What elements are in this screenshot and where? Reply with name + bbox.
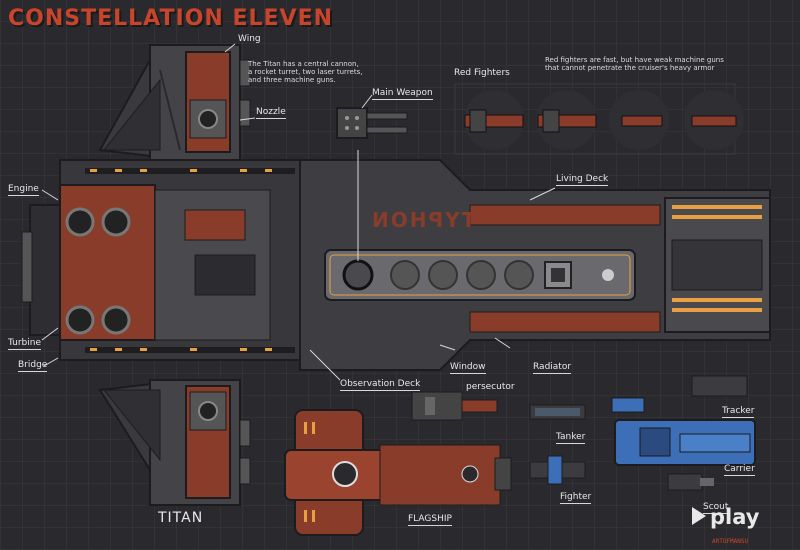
carrier-label: Carrier [724,464,755,476]
play-logo: play [692,505,759,529]
play-logo-text: play [710,505,760,529]
main-weapon [336,107,408,139]
main-hull [21,150,771,371]
callout-lines [41,43,556,381]
tracker-ship [611,375,748,413]
titan-note-line3: and three machine guns. [248,76,336,84]
bottom-wing [98,378,251,506]
engine-label: Engine [8,184,39,196]
radiator-label: Radiator [533,362,572,374]
scout-label: Scout [703,502,729,514]
red-fighters-note: Red fighters are fast, but have weak mac… [545,56,724,72]
flagship [284,409,512,536]
red-note-line2: that cannot penetrate the cruiser's heav… [545,64,715,72]
titan-note-line1: The Titan has a central cannon, [248,60,359,68]
main-weapon-label: Main Weapon [372,88,433,100]
carrier-ship [614,419,756,466]
red-note-line1: Red fighters are fast, but have weak mac… [545,56,724,64]
flagship-label: FLAGSHIP [408,514,452,526]
persecutor-ship [411,391,498,421]
persecutor-label: persecutor [466,382,515,392]
nozzle-label: Nozzle [256,107,286,119]
artist-signature: ARTOFMANSU [712,538,749,545]
living-deck-label: Living Deck [556,174,609,186]
scout-ship [667,473,714,491]
turbine-label: Turbine [8,338,41,350]
window-label: Window [450,362,486,374]
red-fighters [454,83,744,155]
fighter-ship [529,455,586,485]
bridge-label: Bridge [18,360,48,372]
titan-note-line2: a rocket turret, two laser turrets, [248,68,363,76]
tanker-label: Tanker [556,432,586,444]
titan-label: TITAN [158,510,204,526]
observation-deck-label: Observation Deck [340,379,421,391]
titan-note: The Titan has a central cannon, a rocket… [248,60,362,84]
tanker-ship [529,404,586,420]
play-icon [692,507,706,525]
red-fighters-label: Red Fighters [454,68,510,78]
page-title: CONSTELLATION ELEVEN [8,6,334,31]
fighter-label: Fighter [560,492,592,504]
top-wing [98,44,251,162]
wing-label: Wing [238,34,261,44]
tracker-label: Tracker [722,406,755,418]
hull-lettering: TYPHON [370,208,476,232]
